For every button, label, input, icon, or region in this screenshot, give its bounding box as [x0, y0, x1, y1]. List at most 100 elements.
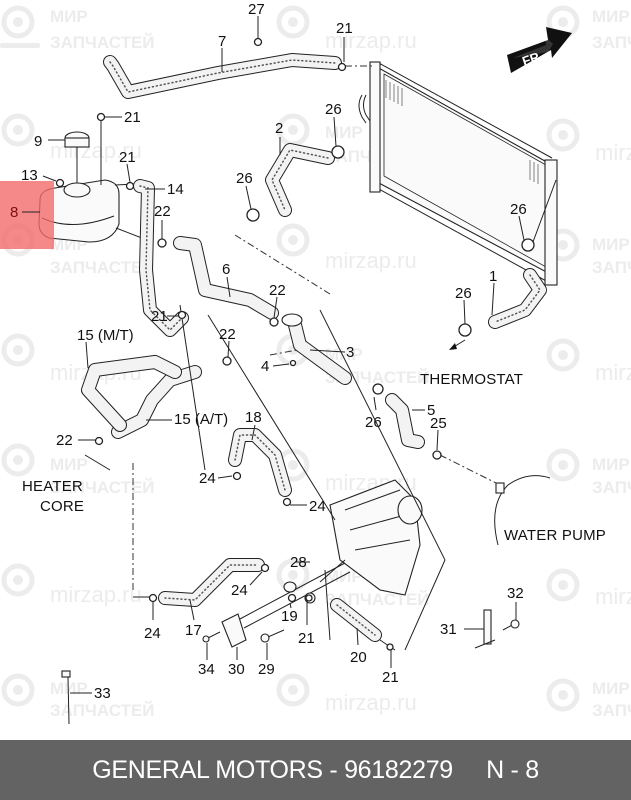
callout-26[interactable]: 26 [455, 285, 472, 302]
part-info-text: GENERAL MOTORS - 96182279 N - 8 [92, 755, 539, 784]
highlight-region [0, 181, 54, 249]
watermark-url: mirzap.ru [325, 690, 417, 715]
callout-21[interactable]: 21 [336, 20, 353, 37]
hose-5 [385, 393, 501, 486]
watermark-logo [0, 5, 40, 48]
watermark-text: МИР [592, 455, 630, 474]
callout-21[interactable]: 21 [298, 630, 315, 647]
radiator [358, 61, 558, 286]
leader-lines [22, 16, 525, 694]
callout-24[interactable]: 24 [231, 582, 248, 599]
callout-31[interactable]: 31 [440, 621, 457, 638]
callout-32[interactable]: 32 [507, 585, 524, 602]
watermark-text: МИР [50, 455, 88, 474]
hose-1 [488, 179, 557, 329]
callout-21[interactable]: 21 [382, 669, 399, 686]
coolant-reservoir [38, 115, 148, 243]
callout-34[interactable]: 34 [198, 661, 215, 678]
callout-15-at[interactable]: 15 (A/T) [174, 411, 228, 428]
callout-30[interactable]: 30 [228, 661, 245, 678]
watermark-text: ЗАПЧАСТЕЙ [50, 478, 155, 497]
callout-26[interactable]: 26 [510, 201, 527, 218]
watermark-text: ЗАПЧАСТЕЙ [592, 478, 631, 497]
hose-6 [173, 236, 279, 320]
callout-9[interactable]: 9 [34, 133, 42, 150]
pipe-20 [330, 598, 396, 651]
callout-18[interactable]: 18 [245, 409, 262, 426]
watermark-layer: МИР ЗАПЧАСТЕЙ mirzap.ru МИР ЗАПЧАСТЕЙ mi… [0, 5, 631, 720]
callout-21[interactable]: 21 [151, 308, 168, 325]
callout-21[interactable]: 21 [119, 149, 136, 166]
callout-33[interactable]: 33 [94, 685, 111, 702]
watermark-text: ЗАПЧАСТЕЙ [592, 33, 631, 52]
watermark-text: ЗАПЧАСТЕЙ [592, 258, 631, 277]
pipe-3 [269, 313, 352, 385]
callout-26[interactable]: 26 [365, 414, 382, 431]
diagram-canvas: МИР ЗАПЧАСТЕЙ mirzap.ru МИР ЗАПЧАСТЕЙ mi… [0, 1, 631, 725]
watermark-url: mirzap.ru [595, 360, 631, 385]
callout-22[interactable]: 22 [219, 326, 236, 343]
callout-25[interactable]: 25 [430, 415, 447, 432]
reservoir-cap [64, 131, 90, 183]
watermark-text: МИР [592, 7, 630, 26]
watermark-url: mirzap.ru [50, 582, 142, 607]
callout-29[interactable]: 29 [258, 661, 275, 678]
callout-19[interactable]: 19 [281, 608, 298, 625]
watermark-text: МИР [325, 345, 363, 364]
callout-6[interactable]: 6 [222, 261, 230, 278]
callout-22[interactable]: 22 [154, 203, 171, 220]
callout-labels: 27 7 21 21 9 21 13 14 8 22 2 26 26 26 6 … [10, 1, 527, 702]
callout-24[interactable]: 24 [199, 470, 216, 487]
watermark-text: ЗАПЧАСТЕЙ [50, 33, 155, 52]
thermostat-label: THERMOSTAT [420, 371, 523, 388]
bolt-29 [260, 629, 285, 643]
callout-14[interactable]: 14 [167, 181, 184, 198]
callout-21[interactable]: 21 [124, 109, 141, 126]
hose-2 [234, 143, 335, 295]
footer-bar: GENERAL MOTORS - 96182279 N - 8 [0, 740, 631, 800]
callout-2[interactable]: 2 [275, 120, 283, 137]
callout-22[interactable]: 22 [269, 282, 286, 299]
callout-8[interactable]: 8 [10, 204, 18, 221]
callout-3[interactable]: 3 [346, 344, 354, 361]
hose-18 [228, 428, 292, 497]
bolt-32 [502, 619, 520, 631]
callout-13[interactable]: 13 [21, 167, 38, 184]
hose-clamps [55, 37, 535, 651]
callout-24[interactable]: 24 [144, 625, 161, 642]
pipe-assembly [221, 559, 351, 648]
callout-7[interactable]: 7 [218, 33, 226, 50]
callout-26[interactable]: 26 [325, 101, 342, 118]
heater-core-label: HEATER [22, 478, 83, 495]
callout-26[interactable]: 26 [236, 170, 253, 187]
watermark-text: ЗАПЧАСТЕЙ [592, 701, 631, 720]
callout-1[interactable]: 1 [489, 268, 497, 285]
bracket-31 [474, 609, 496, 649]
callout-4[interactable]: 4 [261, 358, 269, 375]
watermark-text: МИР [50, 7, 88, 26]
watermark-url: mirzap.ru [595, 584, 631, 609]
hose-7 [103, 53, 372, 99]
callout-15-mt[interactable]: 15 (M/T) [77, 327, 134, 344]
callout-5[interactable]: 5 [427, 402, 435, 419]
hose-15 [81, 355, 202, 590]
callout-22[interactable]: 22 [56, 432, 73, 449]
callout-24[interactable]: 24 [309, 498, 326, 515]
hose-14 [133, 179, 189, 337]
bolt-34 [202, 631, 221, 643]
watermark-url: mirzap.ru [325, 28, 417, 53]
hose-17 [133, 558, 265, 607]
heater-core-label: CORE [40, 498, 84, 515]
watermark-url: mirzap.ru [325, 248, 417, 273]
callout-27[interactable]: 27 [248, 1, 265, 18]
watermark-text: ЗАПЧАСТЕЙ [50, 701, 155, 720]
callout-17[interactable]: 17 [185, 622, 202, 639]
thermostat-arrow-head [449, 343, 457, 350]
water-pump [494, 475, 551, 546]
callout-20[interactable]: 20 [350, 649, 367, 666]
watermark-text: МИР [592, 679, 630, 698]
watermark-text: МИР [325, 123, 363, 142]
parts-diagram: МИР ЗАПЧАСТЕЙ mirzap.ru МИР ЗАПЧАСТЕЙ mi… [0, 1, 631, 725]
direction-badge-text: FR [520, 49, 542, 69]
callout-28[interactable]: 28 [290, 554, 307, 571]
